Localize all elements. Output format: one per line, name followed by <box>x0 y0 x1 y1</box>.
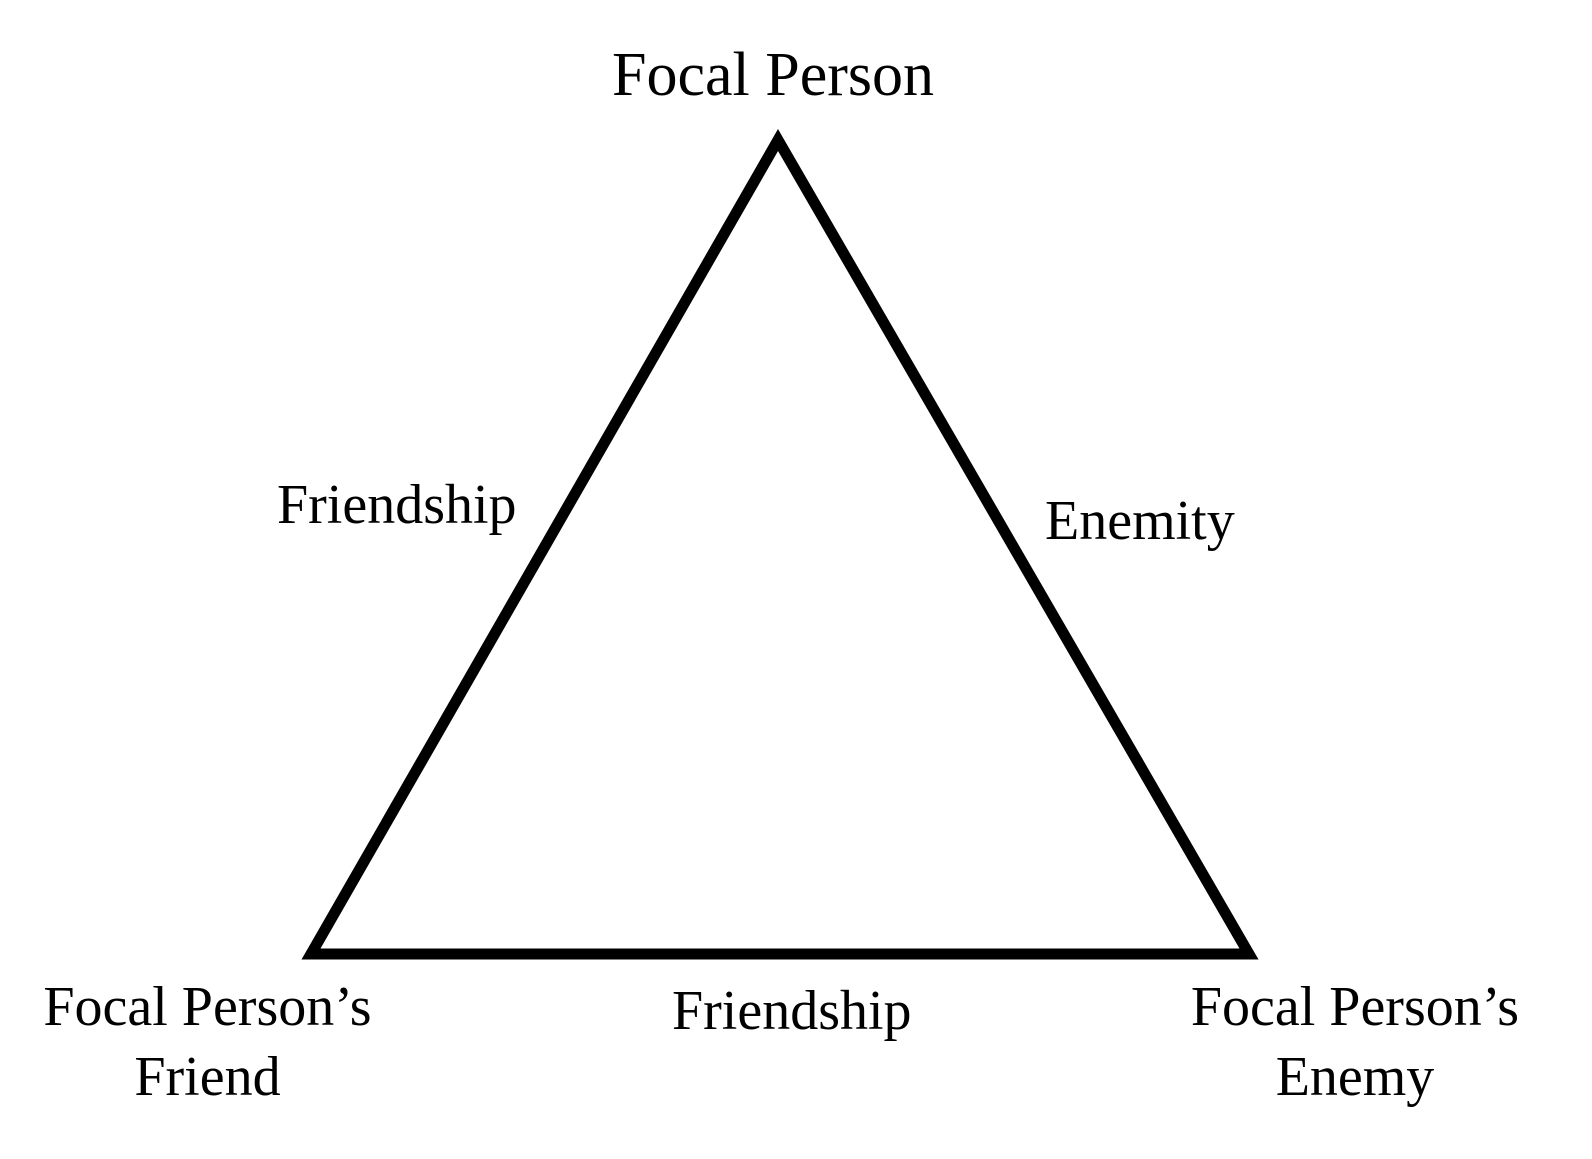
node-friend: Focal Person’s Friend <box>20 972 395 1112</box>
node-enemy-line1: Focal Person’s <box>1190 976 1520 1038</box>
node-enemy-line2: Enemy <box>1275 1046 1435 1108</box>
node-friend-line2: Friend <box>134 1046 281 1108</box>
node-focal-person: Focal Person <box>612 41 935 109</box>
edge-left-label: Friendship <box>277 474 517 536</box>
triangle <box>301 128 1259 960</box>
node-enemy: Focal Person’s Enemy <box>1170 972 1540 1112</box>
node-friend-line1: Focal Person’s <box>43 976 372 1038</box>
edge-bottom-label: Friendship <box>672 980 912 1042</box>
edge-right-label: Enemity <box>1045 490 1235 552</box>
